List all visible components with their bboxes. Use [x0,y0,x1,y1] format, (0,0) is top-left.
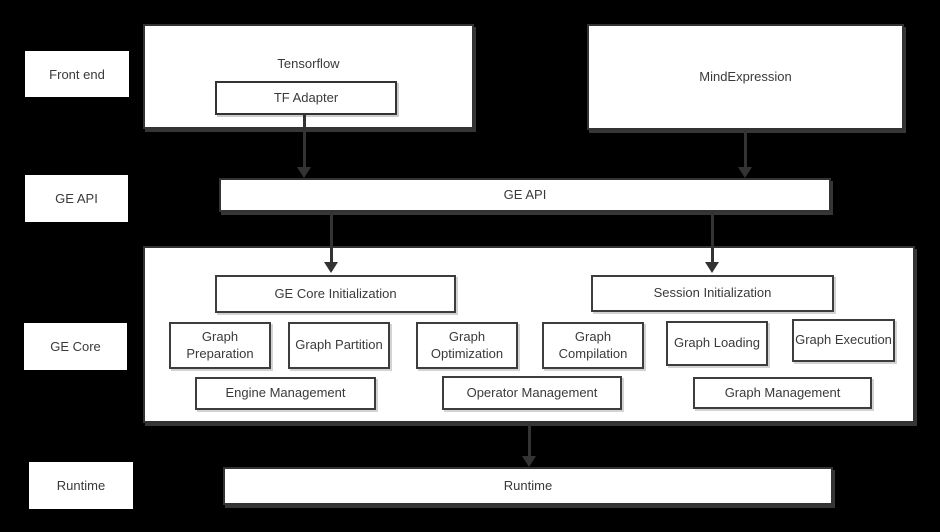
arrow-mindexpression-to-ge-api [738,130,752,178]
graph-partition-box: Graph Partition [288,322,390,369]
row-label-front-end: Front end [25,51,129,97]
graph-compilation-box: Graph Compilation [542,322,644,369]
operator-management-box: Operator Management [442,376,622,410]
graph-preparation-box: Graph Preparation [169,322,271,369]
graph-execution-box: Graph Execution [792,319,895,362]
arrow-down-icon [324,262,338,273]
graph-loading-box: Graph Loading [666,321,768,366]
session-initialization-box: Session Initialization [591,275,834,312]
row-label-ge-api: GE API [25,175,128,222]
graph-optimization-box: Graph Optimization [416,322,518,369]
engine-management-box: Engine Management [195,377,376,410]
graph-management-box: Graph Management [693,377,872,409]
arrow-ge-core-to-runtime [522,424,536,467]
ge-core-initialization-box: GE Core Initialization [215,275,456,313]
row-label-ge-core: GE Core [24,323,127,370]
row-label-runtime: Runtime [29,462,133,509]
arrow-stem [329,212,333,262]
arrow-stem [302,113,306,167]
arrow-stem [527,424,531,456]
arrow-ge-api-to-core-initialization [324,212,338,273]
arrow-down-icon [738,167,752,178]
mindexpression-box: MindExpression [587,24,904,130]
arrow-stem [743,130,747,167]
tensorflow-title: Tensorflow [277,56,340,71]
arrow-tf-adapter-to-ge-api [297,113,311,178]
tf-adapter-box: TF Adapter [215,81,397,115]
ge-core-box: GE Core Initialization Session Initializ… [143,246,915,423]
arrow-down-icon [522,456,536,467]
arrow-down-icon [297,167,311,178]
arrow-down-icon [705,262,719,273]
ge-api-bar: GE API [219,178,831,212]
tensorflow-box: Tensorflow TF Adapter [143,24,474,129]
runtime-bar: Runtime [223,467,833,505]
arrow-ge-api-to-session-initialization [705,212,719,273]
arrow-stem [710,212,714,262]
